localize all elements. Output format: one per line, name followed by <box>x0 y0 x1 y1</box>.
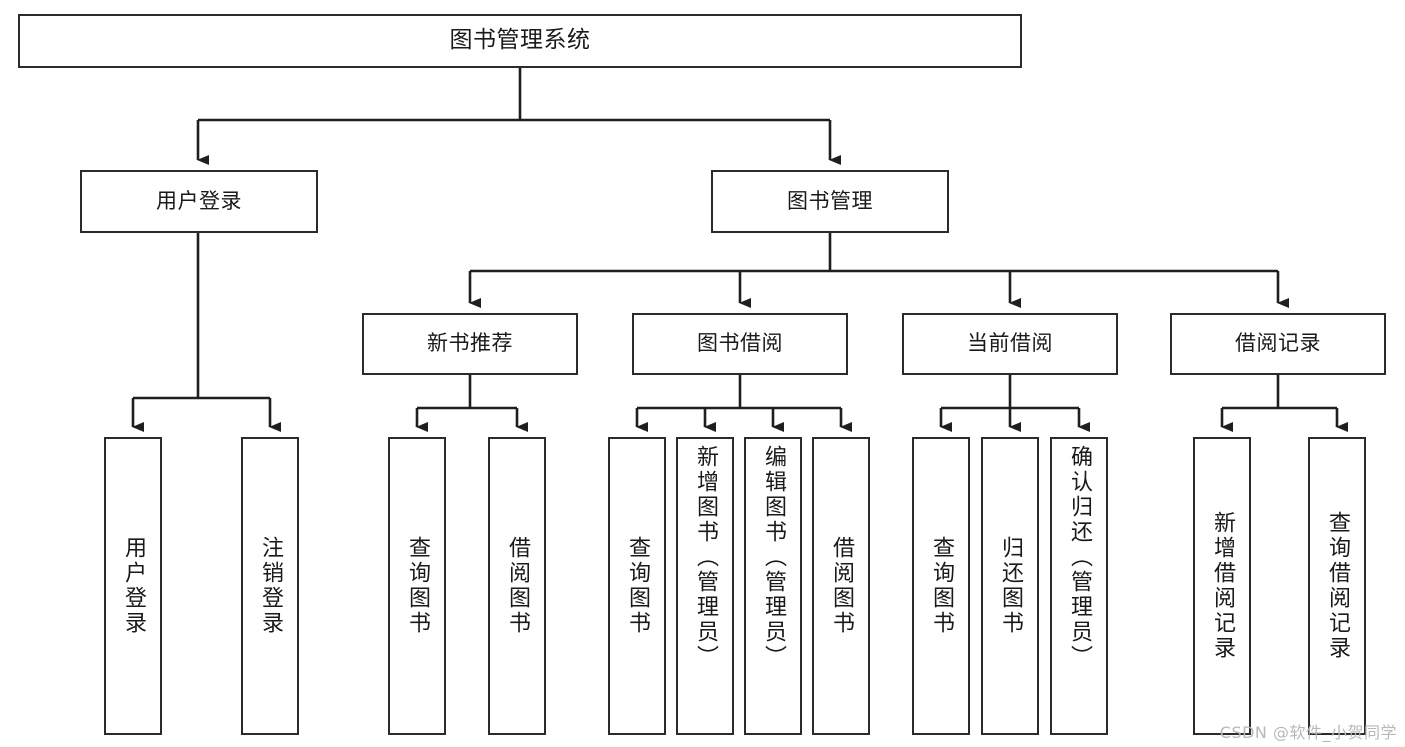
node-book-borrow[interactable]: 图书借阅 <box>632 313 848 375</box>
node-label: 当前借阅 <box>967 331 1053 356</box>
node-label: 确认归还（管理员） <box>1067 445 1092 670</box>
leaf-borrow-records-query-record[interactable]: 查询借阅记录 <box>1308 437 1366 735</box>
leaf-book-borrow-borrow-book[interactable]: 借阅图书 <box>812 437 870 735</box>
node-label: 用户登录 <box>121 536 146 636</box>
node-label: 借阅图书 <box>829 536 854 636</box>
node-label: 借阅记录 <box>1235 331 1321 356</box>
leaf-new-book-borrow-book[interactable]: 借阅图书 <box>488 437 546 735</box>
node-label: 查询图书 <box>625 536 650 636</box>
leaf-current-borrow-return-book[interactable]: 归还图书 <box>981 437 1039 735</box>
node-label: 图书管理 <box>787 188 873 213</box>
node-new-book-recommend[interactable]: 新书推荐 <box>362 313 578 375</box>
node-label: 图书管理系统 <box>449 27 591 54</box>
leaf-borrow-records-add-record[interactable]: 新增借阅记录 <box>1193 437 1251 735</box>
node-label: 借阅图书 <box>505 536 530 636</box>
node-label: 注销登录 <box>258 536 283 636</box>
node-label: 编辑图书（管理员） <box>761 445 786 670</box>
node-label: 查询图书 <box>405 536 430 636</box>
node-current-borrow[interactable]: 当前借阅 <box>902 313 1118 375</box>
node-label: 查询借阅记录 <box>1325 511 1350 661</box>
node-book-management[interactable]: 图书管理 <box>711 170 949 233</box>
node-borrow-records[interactable]: 借阅记录 <box>1170 313 1386 375</box>
leaf-user-login-logout[interactable]: 注销登录 <box>241 437 299 735</box>
node-label: 用户登录 <box>156 188 242 213</box>
node-label: 归还图书 <box>998 536 1023 636</box>
node-label: 新增图书（管理员） <box>693 445 718 670</box>
node-label: 新书推荐 <box>427 331 513 356</box>
watermark: CSDN @软件_小贺同学 <box>1219 723 1397 742</box>
node-user-login[interactable]: 用户登录 <box>80 170 318 233</box>
leaf-current-borrow-query-book[interactable]: 查询图书 <box>912 437 970 735</box>
leaf-new-book-query-book[interactable]: 查询图书 <box>388 437 446 735</box>
leaf-book-borrow-query-book[interactable]: 查询图书 <box>608 437 666 735</box>
leaf-book-borrow-edit-book-admin[interactable]: 编辑图书（管理员） <box>744 437 802 735</box>
node-label: 查询图书 <box>929 536 954 636</box>
leaf-current-borrow-confirm-return-admin[interactable]: 确认归还（管理员） <box>1050 437 1108 735</box>
node-label: 图书借阅 <box>697 331 783 356</box>
leaf-user-login-login[interactable]: 用户登录 <box>104 437 162 735</box>
node-root-book-management-system[interactable]: 图书管理系统 <box>18 14 1022 68</box>
node-label: 新增借阅记录 <box>1210 511 1235 661</box>
leaf-book-borrow-add-book-admin[interactable]: 新增图书（管理员） <box>676 437 734 735</box>
